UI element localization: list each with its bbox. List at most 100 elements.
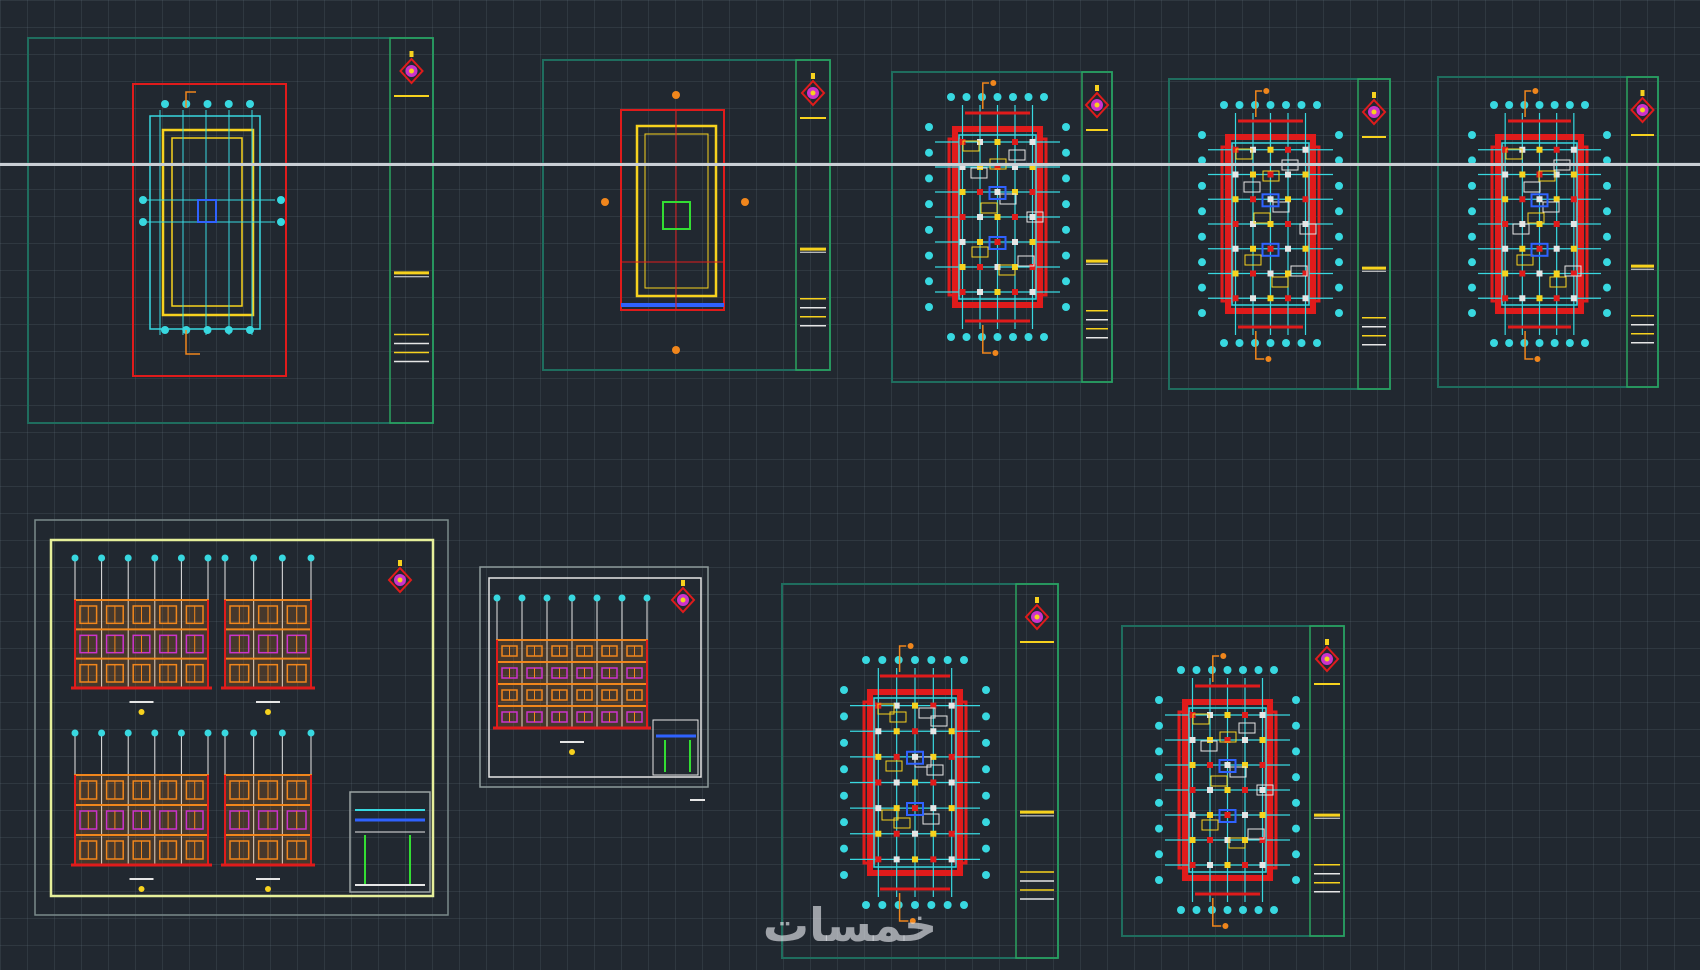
axis-bubble-icon [927, 656, 936, 664]
plan-column [1502, 221, 1509, 227]
axis-bubble-icon [1062, 174, 1070, 183]
axis-bubble-icon [1198, 283, 1206, 292]
axis-bubble-icon [925, 148, 933, 157]
north-arrow-center-icon [397, 577, 403, 583]
section-marker-icon [1220, 653, 1227, 659]
plan-column [1189, 862, 1196, 868]
axis-bubble-icon [1254, 906, 1263, 914]
axis-bubble-icon [925, 174, 933, 183]
plan-column [1224, 762, 1231, 768]
plan-column [1242, 762, 1248, 768]
axis-bubble-icon [518, 594, 526, 602]
axis-bubble-icon [1198, 232, 1206, 241]
axis-bubble-icon [1282, 101, 1290, 109]
axis-bubble-icon [1266, 101, 1275, 109]
plan-furniture [971, 246, 989, 258]
plan-column [912, 728, 918, 735]
axis-bubble-icon [1239, 906, 1247, 914]
section-marker [1255, 331, 1265, 360]
axis-bubble-icon [840, 712, 848, 721]
plan-column [912, 805, 918, 812]
plan-column [1029, 264, 1036, 270]
axis-bubble-icon [1192, 906, 1201, 914]
sheet-border-7 [488, 577, 702, 778]
plan-column [994, 139, 1001, 145]
north-arrow-tip-icon [398, 560, 402, 566]
axis-bubble-icon [1198, 131, 1206, 139]
axis-bubble-icon [925, 277, 933, 286]
plan-column [1302, 295, 1309, 302]
plan-column [994, 189, 1001, 195]
axis-bubble-icon [1155, 824, 1163, 833]
plan-column [1285, 196, 1291, 203]
sheet-frame-3 [891, 71, 1113, 383]
axis-bubble-icon [993, 333, 1002, 341]
plan-column [977, 139, 983, 145]
axis-bubble-icon [1581, 101, 1589, 109]
plan-furniture [1017, 255, 1035, 267]
axis-bubble-icon [960, 901, 968, 909]
plan-column [1250, 196, 1256, 203]
plan-column [1553, 171, 1560, 178]
axis-bubble-icon [1155, 721, 1163, 730]
plan-column [875, 753, 882, 760]
section-marker [1212, 898, 1222, 927]
plan-column [1250, 146, 1256, 153]
facade-label-marker-icon [265, 886, 271, 892]
north-arrow-center-icon [1324, 656, 1330, 662]
north-arrow-center-icon [1371, 109, 1377, 115]
plan-column [1232, 221, 1239, 227]
plan-column [948, 728, 955, 735]
plan-column [912, 830, 918, 837]
plan-furniture [1026, 211, 1044, 223]
axis-bubble-icon [161, 100, 169, 108]
sheet-frame-6 [34, 519, 449, 916]
axis-bubble-icon [925, 123, 933, 131]
section-marker [898, 893, 909, 922]
section-marker-icon [1532, 88, 1539, 94]
plan-column [1250, 295, 1256, 302]
plan-column [1553, 270, 1560, 277]
sheet-frame-7 [479, 566, 709, 788]
plan-furniture [962, 140, 980, 152]
axis-bubble-icon [1292, 798, 1300, 807]
plan-column [1302, 245, 1309, 252]
axis-bubble-icon [1603, 258, 1611, 267]
north-arrow-icon [1630, 96, 1655, 124]
axis-bubble-icon [943, 901, 952, 909]
axis-bubble-icon [982, 871, 990, 879]
axis-bubble-icon [277, 196, 285, 204]
plan-column [1207, 862, 1213, 868]
site-boundary [132, 83, 287, 377]
north-arrow-center-icon [810, 90, 816, 96]
facade-label-marker-icon [138, 709, 145, 715]
plan-column [1302, 146, 1309, 153]
plan-column [1553, 221, 1560, 227]
plan-column [1285, 221, 1291, 227]
stair-core [197, 199, 217, 223]
plan-furniture [1505, 148, 1523, 160]
axis-bubble-icon [204, 554, 212, 562]
title-block [795, 59, 831, 371]
roof-marker-icon [672, 91, 680, 99]
axis-bubble-icon [307, 729, 315, 737]
axis-bubble-icon [1292, 773, 1300, 782]
axis-bubble-icon [878, 656, 887, 664]
axis-bubble-icon [1208, 666, 1216, 674]
plan-column [1570, 146, 1577, 153]
axis-bubble-icon [1313, 101, 1321, 109]
section-marker [1524, 331, 1534, 360]
axis-bubble-icon [1155, 773, 1163, 782]
axis-bubble-icon [1335, 207, 1343, 216]
axis-bubble-icon [1155, 798, 1163, 807]
axis-bubble-icon [925, 303, 933, 311]
axis-bubble-icon [161, 326, 169, 334]
plan-column [1232, 295, 1239, 302]
axis-bubble-icon [1505, 101, 1514, 109]
plan-column [1502, 245, 1509, 252]
axis-bubble-icon [1235, 101, 1244, 109]
section-marker [1524, 90, 1532, 117]
axis-bubble-icon [1468, 232, 1476, 241]
